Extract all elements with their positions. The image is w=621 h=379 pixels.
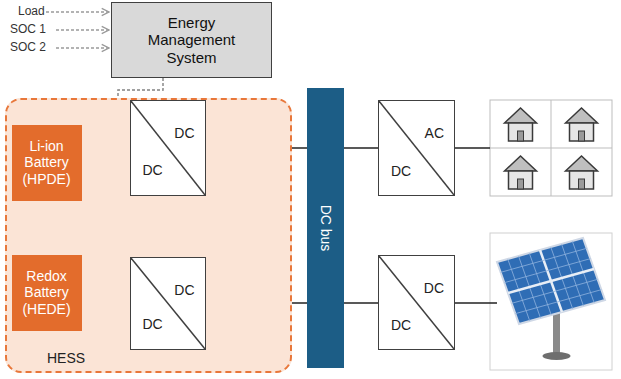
converter-diagonal [131,101,205,195]
converter-port-label: AC [425,125,444,141]
power-line [344,302,378,304]
house-icon [505,156,537,189]
node-title: HESS [47,350,85,366]
converter-port-label: DC [174,282,194,298]
converter-port-label: DC [391,317,411,333]
node-title: DC bus [317,205,333,252]
pv-wire [455,302,497,304]
converter-box: DC DC [130,257,206,350]
input-signal-label: SOC 1 [10,22,46,36]
converter-port-label: DC [424,280,444,296]
converter-port-label: DC [391,163,411,179]
soc1-arrow [56,29,109,30]
battery-box: Redox Battery (HEDE) [12,255,82,331]
house-icon [505,108,537,141]
soc2-arrow [56,47,109,48]
load-arrow [46,11,109,12]
house-icon [566,156,598,189]
converter-port-label: DC [143,162,163,178]
converter-box: DC DC [130,100,206,196]
power-line [344,147,378,149]
converter-port-label: DC [143,316,163,332]
inverter-box: AC DC [378,100,455,196]
houses-picture [490,100,612,196]
storage-region: HESS Li-ion Battery (HPDE) DC DC Redox Batte… [5,98,292,373]
dc-bus-bar: DC bus [307,88,344,368]
battery-box: Li-ion Battery (HPDE) [12,125,82,201]
node-title: Li-ion Battery (HPDE) [16,138,78,186]
converter-diagonal [379,101,454,195]
node-title: Redox Battery (HEDE) [16,268,78,316]
solar-panel-picture [490,233,612,370]
input-signal-label: Load [18,4,45,18]
converter-box: DC DC [378,255,455,350]
converter-port-label: DC [174,125,194,141]
control-box: Energy Management System [111,2,272,78]
input-arrows [46,12,109,48]
input-signal-label: SOC 2 [10,40,46,54]
converter-diagonal [131,258,205,349]
converter-diagonal [379,256,454,349]
load-wire [455,147,490,149]
house-icon [566,108,598,141]
node-title: Energy Management System [142,14,242,66]
